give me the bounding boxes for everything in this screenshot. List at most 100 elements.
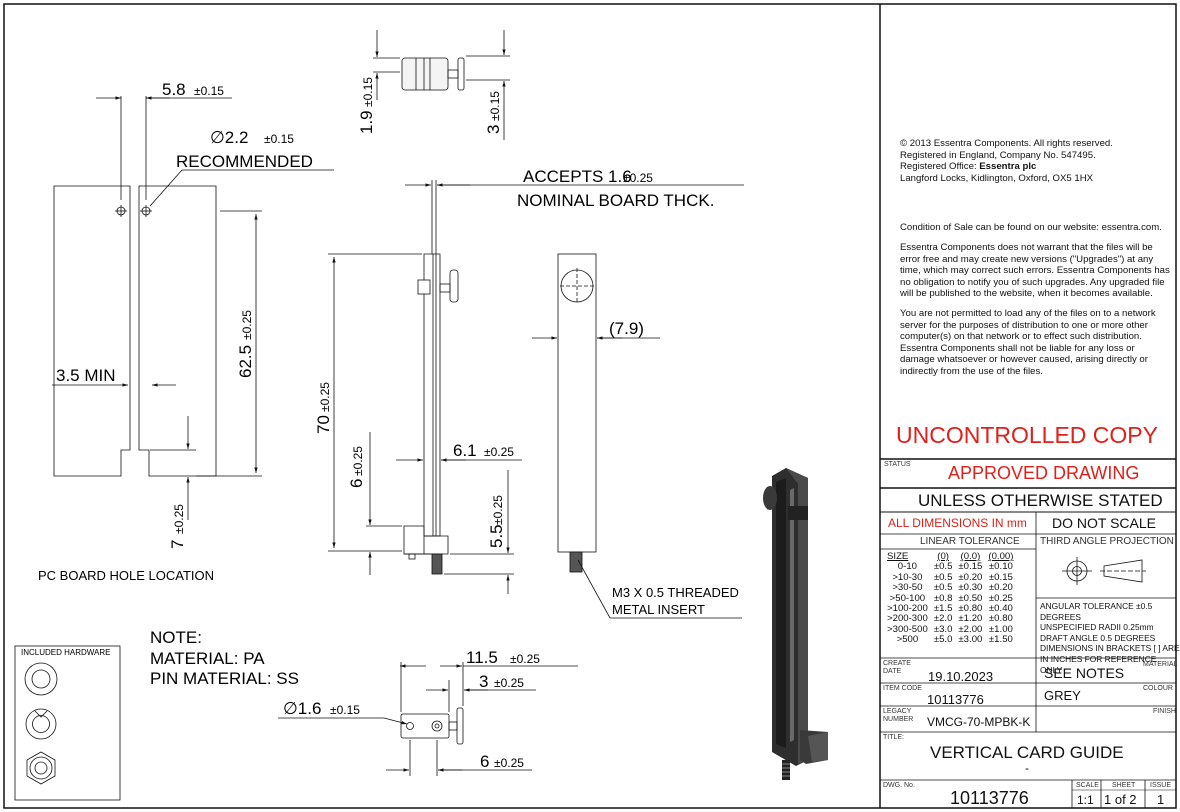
tol-cell: ±1.20 <box>958 613 983 625</box>
svg-text:±0.25: ±0.25 <box>510 652 540 666</box>
tol-cell: >300-500 <box>887 623 928 635</box>
svg-text:62.5: 62.5 <box>236 345 255 378</box>
svg-text:ACCEPTS 1.6: ACCEPTS 1.6 <box>523 167 632 186</box>
tol-cell: ±3.0 <box>933 623 953 635</box>
tol-cell: ±1.50 <box>988 634 1013 646</box>
uncontrolled-copy: UNCONTROLLED COPY <box>896 422 1158 448</box>
third-angle-projection-symbol <box>1062 557 1146 585</box>
tol-cell: ±0.40 <box>988 603 1013 615</box>
svg-text:∅1.6: ∅1.6 <box>283 699 321 718</box>
svg-text:±0.25: ±0.25 <box>491 495 505 525</box>
material-note: NOTE: MATERIAL: PA PIN MATERIAL: SS <box>150 628 299 688</box>
do-not-scale: DO NOT SCALE <box>1052 515 1156 531</box>
item-code-label: ITEM CODE <box>883 685 922 692</box>
svg-text:MATERIAL: PA: MATERIAL: PA <box>150 649 265 668</box>
tol-cell: ±3.00 <box>958 634 983 646</box>
svg-text:6: 6 <box>347 479 366 488</box>
svg-text:PIN MATERIAL: SS: PIN MATERIAL: SS <box>150 669 299 688</box>
pcb-caption: PC BOARD HOLE LOCATION <box>38 568 214 583</box>
svg-text:±0.15: ±0.15 <box>488 91 502 121</box>
note-line: ANGULAR TOLERANCE ±0.5 DEGREES <box>1040 601 1153 622</box>
status-value: APPROVED DRAWING <box>948 463 1140 483</box>
svg-text:70: 70 <box>314 415 333 434</box>
svg-text:±0.15: ±0.15 <box>361 77 375 107</box>
third-angle-label: THIRD ANGLE PROJECTION <box>1040 536 1174 547</box>
drawing-title: VERTICAL CARD GUIDE <box>930 743 1124 762</box>
tol-cell: ±0.10 <box>988 561 1013 573</box>
sheet-border <box>3 3 1177 809</box>
svg-text:(7.9): (7.9) <box>609 319 644 338</box>
office-name: Essentra plc <box>979 161 1037 173</box>
tolerance-row: >10-30 ±0.5 ±0.20 ±0.15 <box>884 571 1016 583</box>
dwg-no-label: DWG. No. <box>883 782 915 789</box>
tol-header-1: (0.0) <box>960 551 981 562</box>
svg-text:METAL INSERT: METAL INSERT <box>612 602 705 617</box>
svg-text:RECOMMENDED: RECOMMENDED <box>176 152 313 171</box>
svg-text:NOTE:: NOTE: <box>150 628 202 647</box>
dwg-number: 10113776 <box>950 788 1029 808</box>
tol-cell: >100-200 <box>887 603 928 615</box>
title-label: TITLE: <box>883 734 905 741</box>
tol-cell: 0-10 <box>897 561 917 573</box>
svg-text:5.8: 5.8 <box>162 80 186 99</box>
copyright-text: © 2013 Essentra Components. All rights r… <box>900 138 1113 149</box>
tol-cell: ±2.00 <box>958 623 983 635</box>
tol-cell: >10-30 <box>892 571 923 583</box>
tol-cell: ±0.25 <box>988 592 1013 604</box>
tolerance-row: >50-100±0.8±0.50±0.25 <box>884 592 1016 604</box>
tol-cell: ±5.0 <box>933 634 953 646</box>
issue-value: 1 <box>1157 792 1165 807</box>
colour-label: COLOUR <box>1143 685 1173 692</box>
side-view <box>328 180 744 594</box>
svg-text:M3 X 0.5 THREADED: M3 X 0.5 THREADED <box>612 585 739 600</box>
note-line: DRAFT ANGLE 0.5 DEGREES <box>1040 632 1156 643</box>
svg-text:1.9: 1.9 <box>357 110 376 134</box>
network-text: You are not permitted to load any of the… <box>900 307 1156 377</box>
title-block-grid <box>880 458 1176 808</box>
isometric-card-guide <box>763 468 828 780</box>
legacy-number: VMCG-70-MPBK-K <box>927 715 1031 729</box>
create-date: 19.10.2023 <box>928 669 994 684</box>
colour-value: GREY <box>1044 688 1081 703</box>
legal-notice: © 2013 Essentra Components. All rights r… <box>900 138 1170 386</box>
svg-text:3.5 MIN: 3.5 MIN <box>56 366 116 385</box>
top-view-labels: 1.9 ±0.15 3 ±0.15 <box>357 77 503 134</box>
tol-cell: ±2.0 <box>933 613 953 625</box>
tol-cell: ±0.5 <box>933 561 953 573</box>
tol-cell: ±0.20 <box>958 571 983 583</box>
tolerance-row: >500 ±5.0 ±3.00 ±1.50 <box>884 634 1016 646</box>
svg-text:±0.25: ±0.25 <box>351 446 365 476</box>
tolerance-row: 0-10±0.5±0.15±0.10 <box>884 561 1016 573</box>
svg-text:±0.25: ±0.25 <box>623 171 653 185</box>
issue-label: ISSUE <box>1150 782 1172 789</box>
svg-text:±0.25: ±0.25 <box>484 445 514 459</box>
svg-text:7: 7 <box>168 540 187 549</box>
tol-header-0: (0) <box>937 551 949 562</box>
tol-cell: >500 <box>896 634 919 646</box>
unless-stated: UNLESS OTHERWISE STATED <box>918 491 1163 510</box>
tol-header-2: (0.00) <box>988 551 1014 562</box>
tolerance-row: >100-200±1.5±0.80±0.40 <box>884 603 1016 615</box>
tol-cell: ±0.15 <box>988 571 1013 583</box>
pcb-dimension-labels: 5.8 ±0.15 ∅2.2 ±0.15 RECOMMENDED 3.5 MIN… <box>38 80 313 583</box>
create-date-label: CREATE DATE <box>883 660 911 675</box>
tol-cell: ±0.5 <box>933 582 953 594</box>
item-code: 10113776 <box>927 692 984 707</box>
tol-cell: ±0.5 <box>933 571 953 583</box>
svg-text:±0.15: ±0.15 <box>330 703 360 717</box>
svg-text:6: 6 <box>480 752 489 771</box>
svg-text:5.5: 5.5 <box>487 524 506 548</box>
tolerance-row: >30-50±0.5±0.30±0.20 <box>884 582 1016 594</box>
drawing-title-sub: - <box>1025 761 1029 775</box>
top-view <box>373 30 510 140</box>
tol-cell: ±0.30 <box>958 582 983 594</box>
tolerance-row: >200-300±2.0±1.20±0.80 <box>884 613 1016 625</box>
registration-text: Registered in England, Company No. 54749… <box>900 149 1096 161</box>
sheet-value: 1 of 2 <box>1104 792 1137 807</box>
svg-text:±0.15: ±0.15 <box>194 84 224 98</box>
linear-tolerance-label: LINEAR TOLERANCE <box>920 536 1020 547</box>
warranty-text: Essentra Components does not warrant tha… <box>900 241 1170 300</box>
office-label: Registered Office: <box>900 161 980 173</box>
tol-cell: ±0.20 <box>988 582 1013 594</box>
